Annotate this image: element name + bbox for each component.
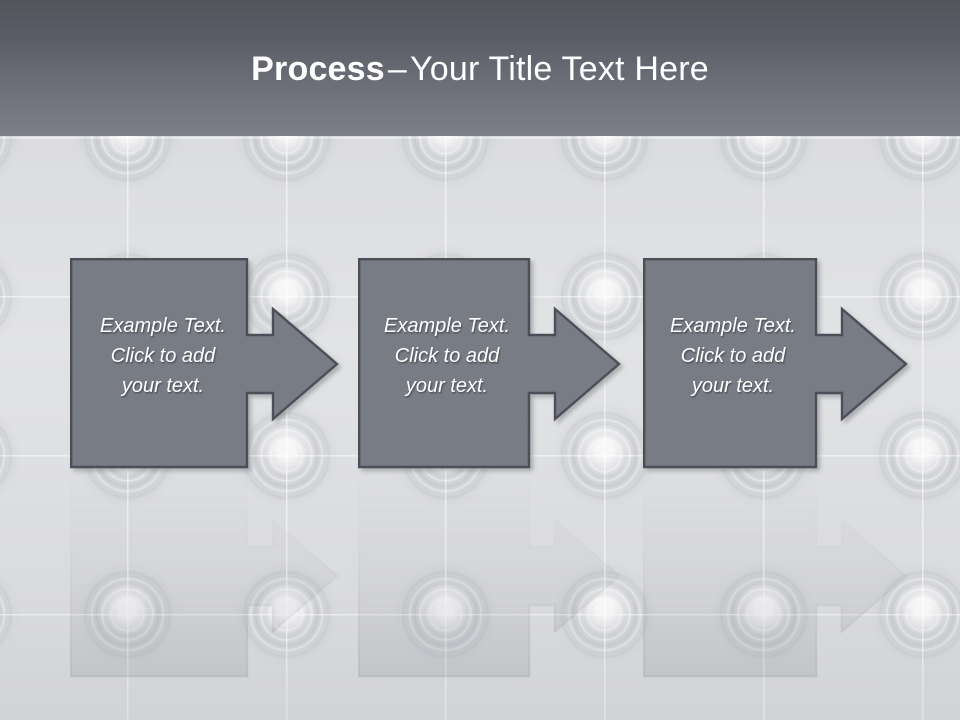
page-title-rest: Your Title Text Here	[410, 50, 709, 88]
process-step-2[interactable]: Example Text. Click to add your text.	[358, 258, 632, 473]
slide-header-band: Process–Your Title Text Here	[0, 0, 960, 136]
step-3-arrow-shape	[643, 258, 908, 469]
step-2-arrow-shape	[358, 258, 621, 469]
step-1-arrow-shape	[70, 258, 339, 469]
step-3-reflection	[642, 467, 909, 682]
page-title-emphasis: Process	[251, 50, 385, 88]
process-step-1[interactable]: Example Text. Click to add your text.	[70, 258, 350, 473]
process-step-3[interactable]: Example Text. Click to add your text.	[643, 258, 919, 473]
page-title: Process–Your Title Text Here	[251, 52, 709, 86]
page-title-dash: –	[387, 50, 407, 88]
step-2-reflection	[357, 467, 622, 682]
step-1-reflection	[69, 467, 340, 682]
